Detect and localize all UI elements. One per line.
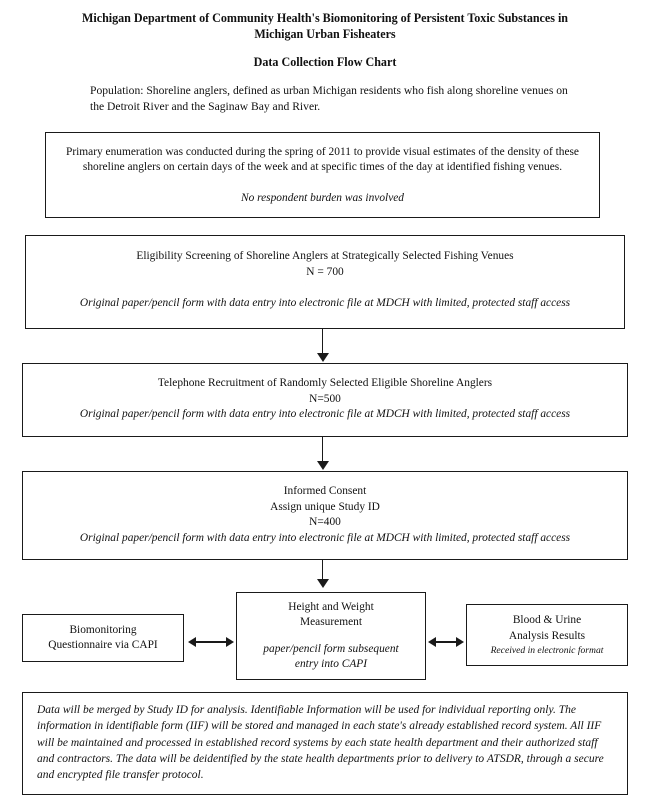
blood-line-2: Analysis Results — [508, 629, 586, 642]
arrow-head-right-icon — [226, 636, 234, 647]
height-weight-note: paper/pencil form subsequent entry into … — [263, 642, 398, 673]
height-weight-line-1: Height and Weight — [288, 600, 374, 613]
height-weight-note-line-1: paper/pencil form subsequent — [263, 642, 399, 655]
height-weight-measurement-box: Height and Weight Measurement paper/penc… — [236, 592, 426, 681]
primary-enumeration-body: Primary enumeration was conducted during… — [66, 145, 579, 174]
data-handling-box: Data will be merged by Study ID for anal… — [22, 692, 628, 795]
population-description: Population: Shoreline anglers, defined a… — [90, 84, 568, 114]
arrow-head-right-icon — [456, 636, 464, 647]
arrow-capi-to-measurement — [188, 636, 234, 648]
arrow-shaft — [322, 329, 324, 356]
capi-box-text: Biomonitoring Questionnaire via CAPI — [48, 623, 157, 654]
arrow-shaft — [322, 436, 324, 463]
capi-line-2: Questionnaire via CAPI — [48, 639, 158, 652]
arrow-head-down-icon — [316, 460, 329, 470]
blood-line-1: Blood & Urine — [512, 614, 582, 627]
flowchart-document: Michigan Department of Community Health'… — [0, 11, 650, 795]
blood-urine-analysis-box: Blood & Urine Analysis Results Received … — [466, 604, 628, 667]
data-handling-body: Data will be merged by Study ID for anal… — [37, 704, 604, 781]
biomonitoring-questionnaire-box: Biomonitoring Questionnaire via CAPI — [22, 614, 184, 663]
primary-enumeration-box: Primary enumeration was conducted during… — [45, 131, 600, 219]
arrow-eligibility-to-telephone — [0, 329, 650, 363]
height-weight-title: Height and Weight Measurement — [288, 600, 374, 631]
telephone-data-entry-note: Original paper/pencil form with data ent… — [79, 408, 571, 421]
consent-sample-size: N=400 — [309, 516, 341, 529]
informed-consent-box: Informed Consent Assign unique Study ID … — [22, 470, 628, 561]
arrow-telephone-to-consent — [0, 436, 650, 471]
capi-line-1: Biomonitoring — [69, 623, 137, 636]
blood-box-note: Received in electronic format — [490, 645, 604, 657]
page-subtitle: Data Collection Flow Chart — [253, 55, 397, 69]
eligibility-screening-box: Eligibility Screening of Shoreline Angle… — [25, 235, 625, 330]
eligibility-sample-size: N = 700 — [306, 265, 344, 278]
telephone-title: Telephone Recruitment of Randomly Select… — [157, 377, 493, 390]
arrow-head-down-icon — [316, 579, 329, 589]
measurement-row: Biomonitoring Questionnaire via CAPI Hei… — [0, 592, 650, 684]
arrow-measurement-to-blood — [428, 636, 464, 648]
height-weight-line-2: Measurement — [300, 616, 362, 629]
arrow-shaft — [322, 560, 324, 582]
arrow-head-left-icon — [188, 636, 196, 647]
consent-subtitle: Assign unique Study ID — [270, 500, 380, 513]
spacer — [36, 281, 614, 296]
blood-box-title: Blood & Urine Analysis Results — [509, 613, 585, 644]
consent-data-entry-note: Original paper/pencil form with data ent… — [79, 531, 571, 544]
arrow-head-left-icon — [428, 636, 436, 647]
respondent-burden-note: No respondent burden was involved — [240, 191, 405, 204]
consent-title: Informed Consent — [283, 484, 367, 497]
height-weight-note-line-2: entry into CAPI — [294, 658, 368, 671]
arrow-shaft — [435, 641, 457, 643]
arrow-head-down-icon — [316, 353, 329, 363]
eligibility-title: Eligibility Screening of Shoreline Angle… — [136, 250, 514, 263]
arrow-shaft — [195, 641, 227, 643]
page-title: Michigan Department of Community Health'… — [81, 11, 568, 41]
telephone-recruitment-box: Telephone Recruitment of Randomly Select… — [22, 363, 628, 437]
spacer — [64, 176, 581, 191]
eligibility-data-entry-note: Original paper/pencil form with data ent… — [79, 296, 571, 309]
arrow-consent-to-measurement — [0, 560, 650, 590]
telephone-sample-size: N=500 — [309, 392, 341, 405]
